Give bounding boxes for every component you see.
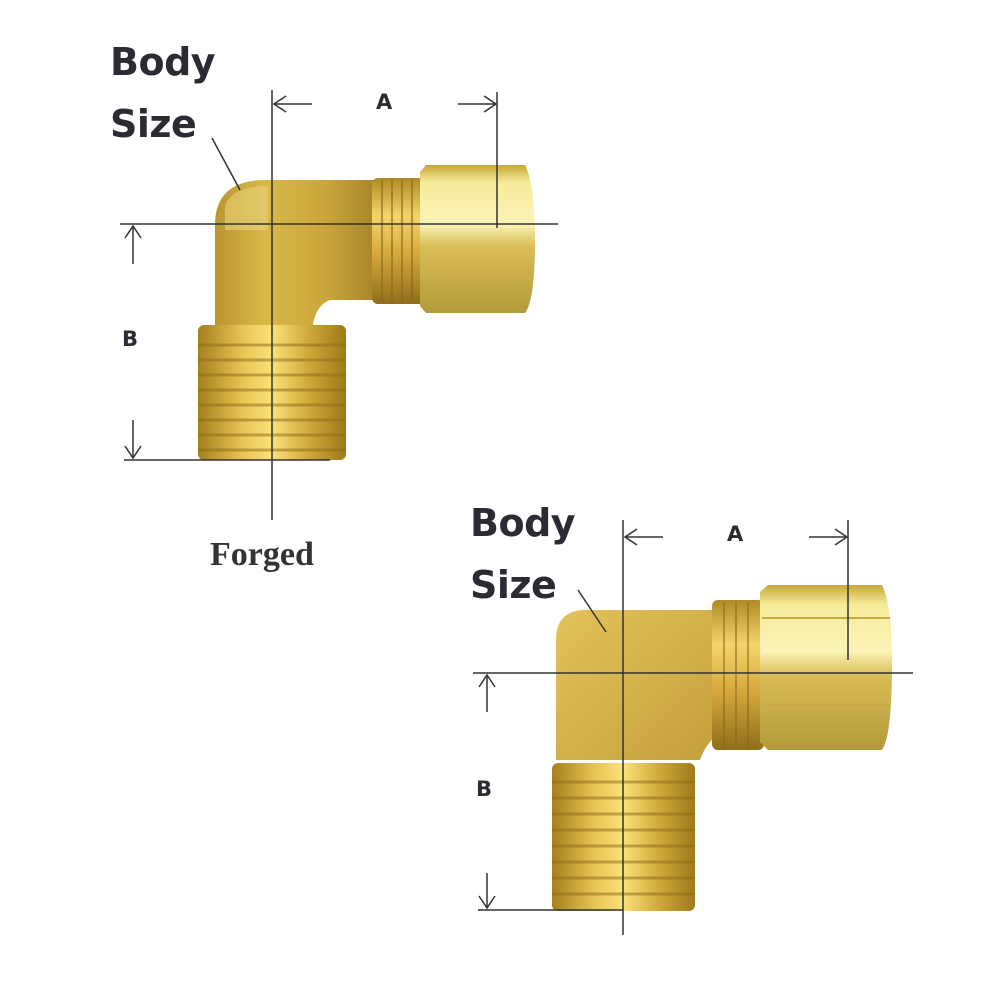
bar-stock-elbow-fitting xyxy=(552,585,892,911)
fitting2-dimension-lines xyxy=(473,520,913,935)
fitting2-dimension-a-label: A xyxy=(727,522,744,546)
fitting1-body-label-line1: Body xyxy=(110,40,216,84)
fitting1-dimension-a-label: A xyxy=(376,90,393,114)
fitting1-caption-forged: Forged xyxy=(210,536,314,573)
fitting1-body-label-line2: Size xyxy=(110,102,197,146)
fitting2-body-label-line1: Body xyxy=(470,501,576,545)
fitting2-dimension-b-label: B xyxy=(476,777,493,801)
forged-elbow-fitting xyxy=(198,165,535,460)
fitting1-dimension-lines xyxy=(120,90,558,520)
fitting2-body-label-line2: Size xyxy=(470,563,557,607)
fitting1-dimension-b-label: B xyxy=(122,327,139,351)
